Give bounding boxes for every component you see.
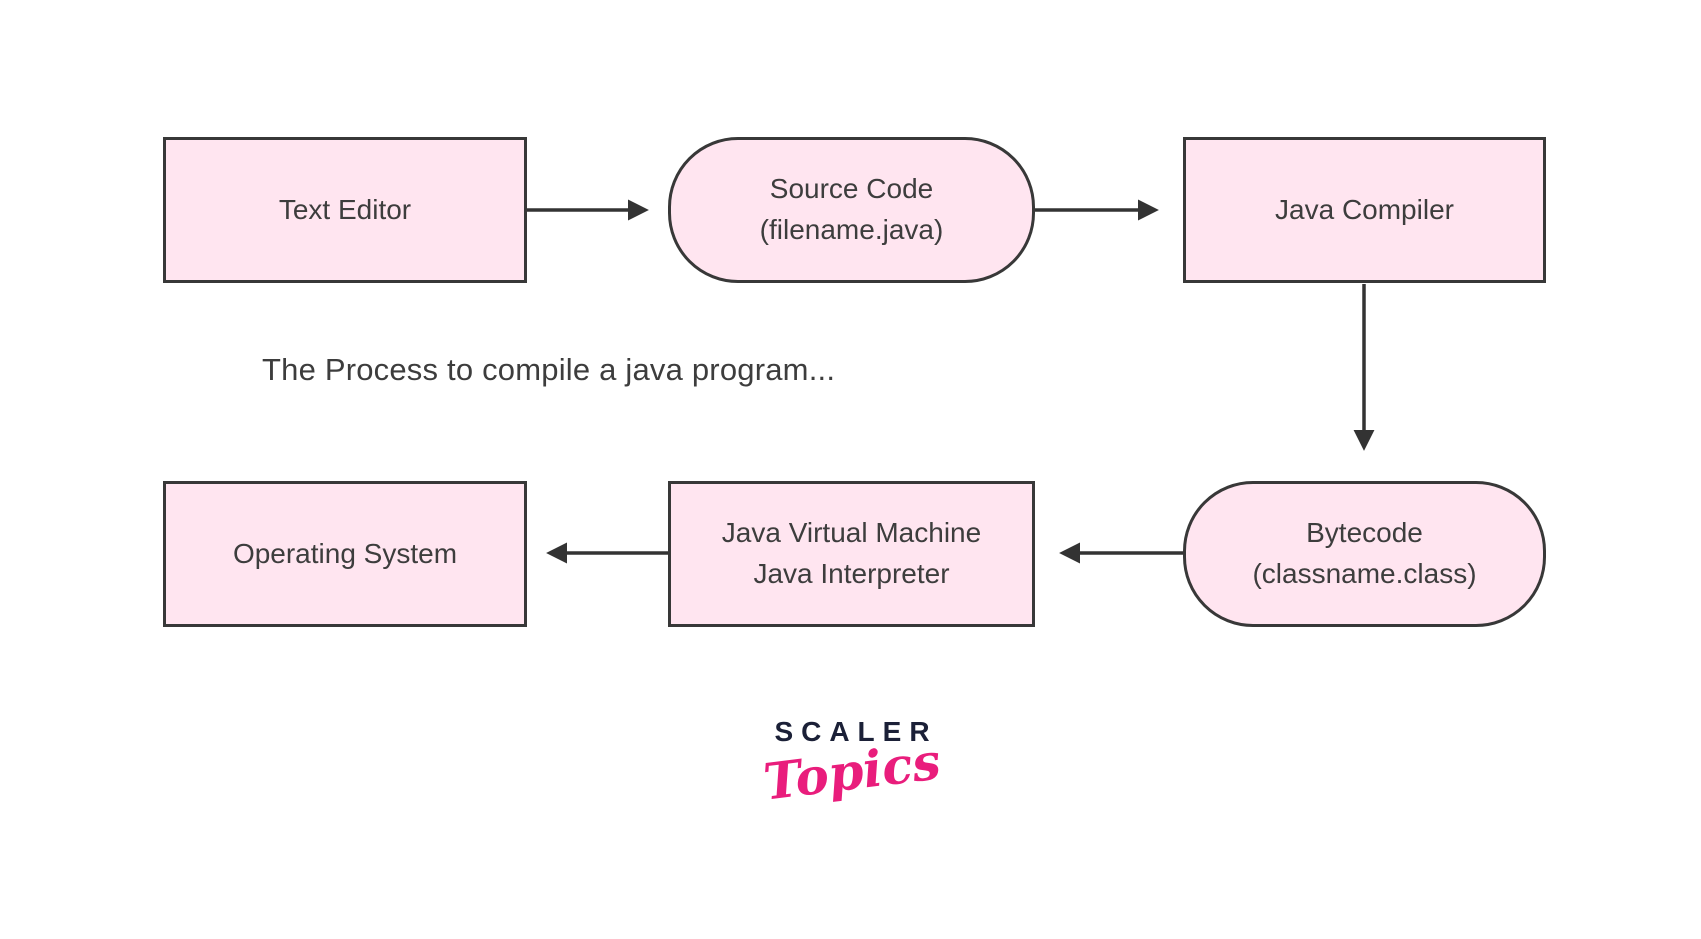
- node-bytecode-label-line2: (classname.class): [1252, 558, 1477, 589]
- node-operating-system: Operating System: [163, 481, 527, 627]
- node-jvm-label-line2: Java Interpreter: [753, 558, 950, 589]
- node-text-editor: Text Editor: [163, 137, 527, 283]
- node-bytecode: Bytecode (classname.class): [1183, 481, 1546, 627]
- node-source-code: Source Code (filename.java): [668, 137, 1035, 283]
- node-java-compiler-label: Java Compiler: [1275, 193, 1454, 225]
- node-java-compiler: Java Compiler: [1183, 137, 1546, 283]
- diagram-title: The Process to compile a java program...: [262, 352, 836, 387]
- node-jvm-label-line1: Java Virtual Machine: [721, 517, 982, 549]
- node-text-editor-label: Text Editor: [278, 193, 412, 225]
- node-source-code-label-line1: Source Code: [769, 173, 934, 205]
- node-source-code-label-line2: (filename.java): [759, 214, 944, 245]
- logo-brand-text: SCALER: [774, 716, 938, 747]
- node-bytecode-label-line1: Bytecode: [1306, 517, 1423, 549]
- node-operating-system-label: Operating System: [232, 537, 458, 569]
- scaler-topics-logo: SCALER Topics: [702, 716, 1002, 812]
- node-jvm: Java Virtual Machine Java Interpreter: [668, 481, 1035, 627]
